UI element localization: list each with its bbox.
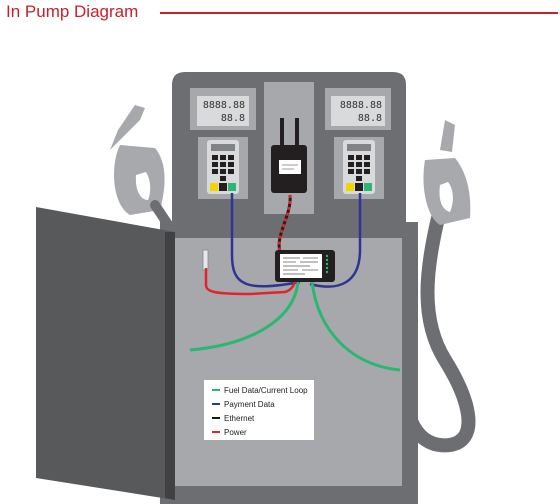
left-keypad-icon bbox=[207, 140, 239, 194]
payment-wire-right bbox=[309, 193, 362, 288]
fuel-data-wire-right bbox=[310, 281, 401, 372]
left-display-line2: 88.8 bbox=[221, 113, 245, 124]
page-title: In Pump Diagram bbox=[6, 2, 139, 21]
legend-item-power: Power bbox=[212, 428, 247, 437]
legend-item-ethernet: Ethernet bbox=[212, 414, 255, 423]
legend-item-payment: Payment Data bbox=[212, 400, 275, 409]
legend-box bbox=[204, 380, 314, 440]
legend-item-fuel: Fuel Data/Current Loop bbox=[212, 386, 308, 395]
left-display bbox=[197, 96, 249, 126]
fuel-data-wire-left bbox=[189, 281, 300, 352]
right-display bbox=[331, 96, 385, 126]
legend-label-fuel: Fuel Data/Current Loop bbox=[224, 386, 308, 395]
right-display-line1: 8888.88 bbox=[340, 100, 382, 111]
power-wire bbox=[204, 268, 298, 296]
ethernet-wire-stripe bbox=[277, 194, 292, 253]
legend-label-ethernet: Ethernet bbox=[224, 414, 255, 423]
payment-wire-left bbox=[230, 193, 301, 288]
controller-icon bbox=[275, 250, 335, 282]
right-nozzle-icon bbox=[423, 120, 471, 225]
cabinet-door bbox=[36, 207, 175, 500]
left-nozzle-icon bbox=[110, 105, 180, 240]
left-display-line1: 8888.88 bbox=[203, 100, 245, 111]
router-icon bbox=[271, 118, 307, 193]
legend-label-payment: Payment Data bbox=[224, 400, 275, 409]
door-edge bbox=[165, 232, 175, 500]
legend-label-power: Power bbox=[224, 428, 247, 437]
right-display-line2: 88.8 bbox=[358, 113, 382, 124]
right-keypad-icon bbox=[343, 140, 375, 194]
power-connector bbox=[202, 249, 209, 271]
title-rule bbox=[160, 12, 558, 14]
